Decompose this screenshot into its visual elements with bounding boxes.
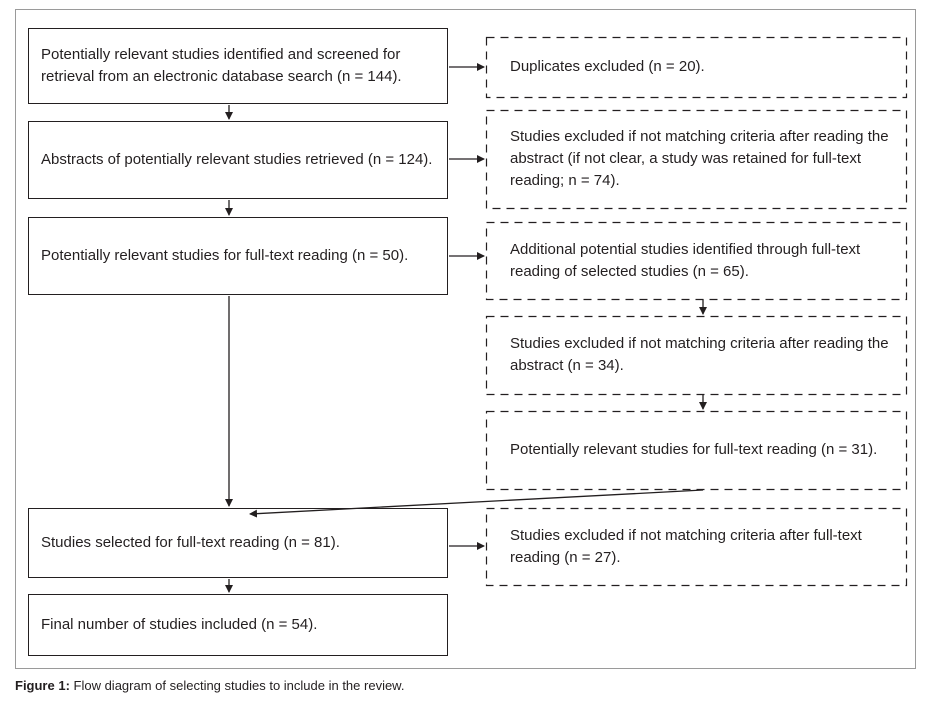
- box-fulltext-candidates-text: Potentially relevant studies for full-te…: [41, 247, 409, 264]
- box-duplicates-excluded: Duplicates excluded (n = 20).: [486, 37, 906, 97]
- box-final-included-text: Final number of studies included (n = 54…: [41, 616, 318, 633]
- box-additional-identified-text: Additional potential studies identified …: [510, 240, 861, 280]
- box-selected-fulltext-text: Studies selected for full-text reading (…: [41, 534, 340, 551]
- box-fulltext-additional-text: Potentially relevant studies for full-te…: [510, 441, 878, 458]
- figure-caption-text: Flow diagram of selecting studies to inc…: [69, 678, 405, 693]
- box-excluded-fulltext-text: Studies excluded if not matching criteri…: [510, 526, 862, 566]
- figure-caption: Figure 1: Flow diagram of selecting stud…: [15, 678, 404, 694]
- box-studies-identified-text: Potentially relevant studies identified …: [41, 46, 402, 85]
- box-excluded-abstract-additional-text: Studies excluded if not matching criteri…: [510, 335, 889, 374]
- box-abstracts-retrieved: Abstracts of potentially relevant studie…: [28, 121, 448, 199]
- box-final-included: Final number of studies included (n = 54…: [28, 594, 448, 656]
- box-selected-fulltext: Studies selected for full-text reading (…: [28, 508, 448, 578]
- box-excluded-abstract-additional: Studies excluded if not matching criteri…: [486, 316, 906, 394]
- box-abstracts-retrieved-text: Abstracts of potentially relevant studie…: [41, 151, 433, 168]
- box-duplicates-excluded-text: Duplicates excluded (n = 20).: [510, 58, 705, 75]
- box-excluded-fulltext: Studies excluded if not matching criteri…: [486, 508, 906, 585]
- figure-frame: [15, 9, 916, 669]
- box-additional-identified: Additional potential studies identified …: [486, 222, 906, 299]
- box-excluded-abstract: Studies excluded if not matching criteri…: [486, 110, 906, 208]
- box-fulltext-additional: Potentially relevant studies for full-te…: [486, 411, 906, 489]
- figure-caption-label: Figure 1:: [15, 678, 70, 693]
- box-studies-identified: Potentially relevant studies identified …: [28, 28, 448, 104]
- box-excluded-abstract-text: Studies excluded if not matching criteri…: [510, 128, 889, 189]
- box-fulltext-candidates: Potentially relevant studies for full-te…: [28, 217, 448, 295]
